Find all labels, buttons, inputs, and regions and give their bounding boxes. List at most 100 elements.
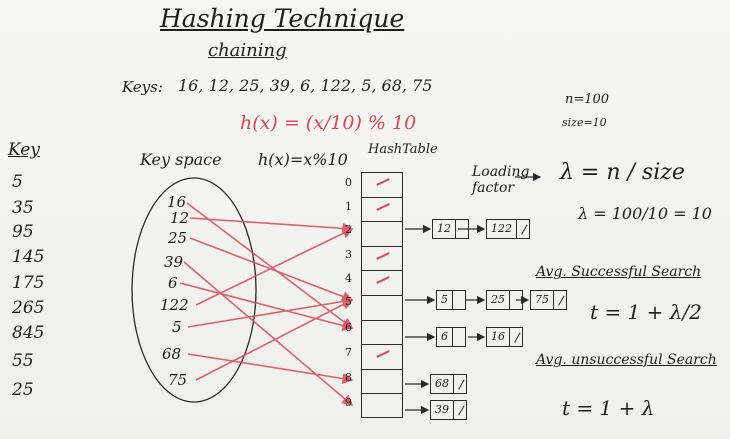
table-index: 8 — [345, 371, 352, 384]
hash-function: h(x) = (x/10) % 10 — [240, 112, 417, 134]
node-pointer — [456, 220, 468, 238]
null-pointer — [454, 375, 466, 393]
n-value: n=100 — [565, 92, 610, 107]
table-index: 7 — [345, 346, 352, 359]
arrow-6 — [179, 282, 354, 331]
key-space-item: 6 — [168, 274, 178, 292]
table-index: 9 — [345, 396, 352, 409]
avg-unsuccessful-formula: t = 1 + λ — [562, 396, 655, 420]
key-space-item: 5 — [172, 318, 182, 336]
chain-node: 68 — [430, 374, 467, 394]
lambda-calculation: λ = 100/10 = 10 — [578, 204, 712, 223]
key-column-value: 265 — [12, 298, 45, 318]
table-index: 1 — [345, 200, 352, 213]
arrow-122 — [195, 228, 354, 306]
chain-node: 5 — [436, 290, 466, 310]
node-value: 75 — [531, 291, 554, 309]
key-space-item: 39 — [164, 253, 184, 271]
key-column-value: 35 — [12, 198, 34, 218]
null-mark — [376, 350, 390, 359]
table-slot — [362, 321, 402, 346]
table-index: 0 — [345, 176, 352, 189]
key-space-item: 16 — [167, 193, 187, 211]
node-value: 39 — [431, 401, 454, 419]
arrow-68 — [187, 353, 354, 385]
table-index: 5 — [345, 295, 352, 308]
key-space-item: 75 — [168, 371, 188, 389]
size-value: size=10 — [562, 116, 607, 129]
key-column-value: 145 — [12, 247, 45, 267]
chain-node: 25 — [486, 290, 523, 310]
key-space-ellipse — [131, 177, 257, 403]
node-pointer — [510, 291, 522, 309]
table-slot — [362, 173, 402, 198]
arrow-5 — [187, 296, 354, 328]
chain-node: 12 — [432, 219, 469, 239]
lambda-formula: λ = n / size — [560, 160, 685, 185]
table-slot — [362, 271, 402, 296]
table-slot — [362, 198, 402, 223]
hash-table — [361, 172, 403, 418]
null-pointer — [454, 401, 466, 419]
null-mark — [376, 178, 390, 186]
key-space-item: 68 — [162, 345, 182, 363]
avg-unsuccessful-label: Avg. unsuccessful Search — [536, 352, 717, 368]
chain-node: 39 — [430, 400, 467, 420]
arrow-12 — [189, 217, 354, 234]
hash-table-label: HashTable — [368, 142, 438, 157]
node-value: 5 — [437, 291, 453, 309]
key-column-value: 5 — [12, 172, 23, 192]
null-pointer — [510, 328, 522, 346]
null-mark — [376, 202, 390, 211]
avg-successful-formula: t = 1 + λ/2 — [590, 300, 702, 324]
keys-label: Keys: — [122, 78, 163, 96]
key-space-label: Key space — [140, 150, 222, 169]
node-pointer — [453, 291, 465, 309]
chain-node: 6 — [436, 327, 466, 347]
loading-factor-label: Loading factor — [472, 164, 530, 196]
null-pointer — [517, 220, 529, 238]
key-column-value: 25 — [12, 380, 34, 400]
key-column-value: 55 — [12, 351, 34, 371]
table-index: 6 — [345, 321, 352, 334]
key-column-header: Key — [8, 140, 40, 160]
avg-successful-label: Avg. Successful Search — [536, 264, 702, 280]
hash-function-short: h(x)=x%10 — [258, 150, 348, 169]
arrow-75 — [195, 299, 354, 381]
null-pointer — [554, 291, 566, 309]
table-slot — [362, 222, 402, 247]
node-value: 12 — [433, 220, 456, 238]
table-slot — [362, 370, 402, 395]
arrow-39 — [183, 261, 354, 407]
table-index: 2 — [345, 223, 352, 236]
key-space-item: 122 — [160, 296, 189, 314]
node-value: 68 — [431, 375, 454, 393]
title: Hashing Technique — [160, 4, 405, 33]
node-pointer — [453, 328, 465, 346]
arrow-16 — [186, 202, 354, 329]
table-slot — [362, 247, 402, 272]
table-index: 3 — [345, 248, 352, 261]
null-mark — [376, 251, 390, 260]
null-mark — [376, 276, 390, 285]
key-space-item: 25 — [168, 229, 188, 247]
chain-node: 75 — [530, 290, 567, 310]
table-index: 4 — [345, 272, 352, 285]
subtitle: chaining — [208, 40, 287, 61]
node-value: 6 — [437, 328, 453, 346]
key-space-item: 12 — [170, 209, 190, 227]
keys-list: 16, 12, 25, 39, 6, 122, 5, 68, 75 — [178, 76, 433, 95]
key-column-value: 95 — [12, 222, 34, 242]
node-value: 25 — [487, 291, 510, 309]
table-slot — [362, 394, 402, 419]
key-column-value: 175 — [12, 273, 45, 293]
node-value: 16 — [487, 328, 510, 346]
key-column-value: 845 — [12, 323, 45, 343]
table-slot — [362, 296, 402, 321]
node-value: 122 — [487, 220, 517, 238]
chain-node: 122 — [486, 219, 530, 239]
chain-node: 16 — [486, 327, 523, 347]
table-slot — [362, 345, 402, 370]
